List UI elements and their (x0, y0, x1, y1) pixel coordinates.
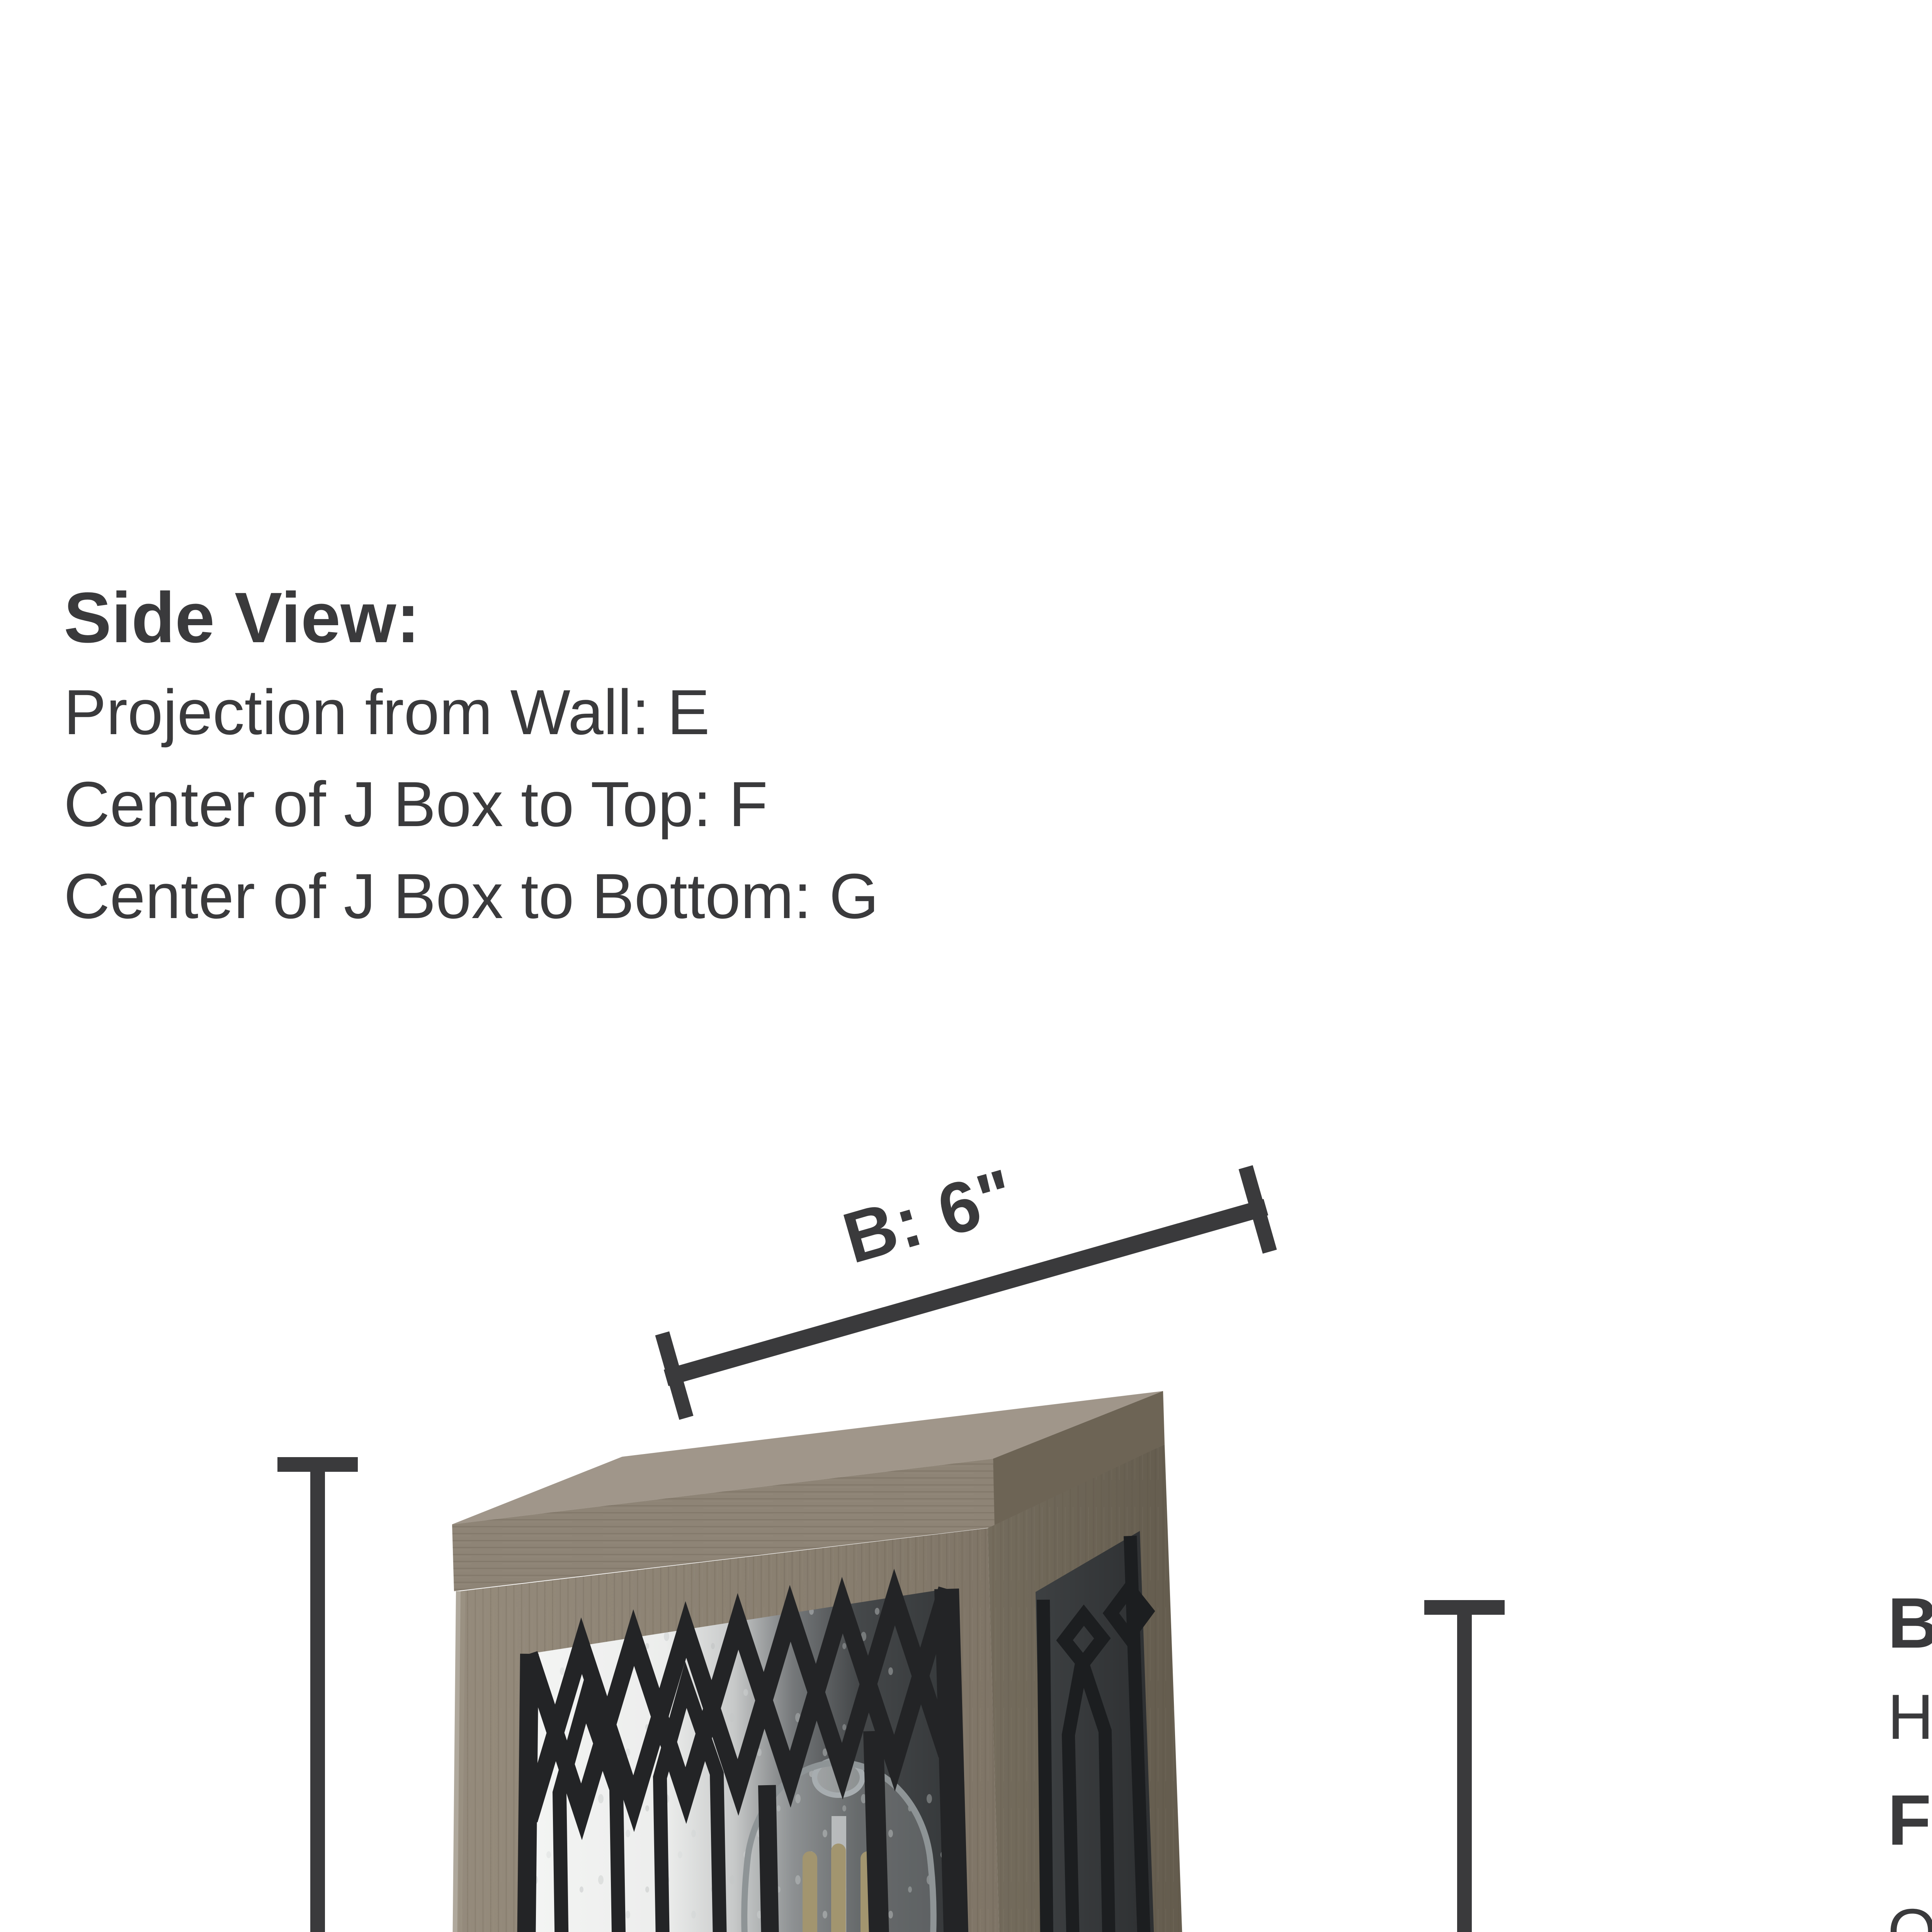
fixture-heading: Fixture: (1888, 1781, 1932, 1860)
side-view-heading: Side View: (64, 578, 420, 658)
lattice-side-perspective (1037, 1536, 1155, 1932)
backplate-heading: Backplate: (1888, 1583, 1932, 1663)
dimension-lines (277, 1165, 1505, 1932)
side-view-note-jbox-top: Center of J Box to Top: F (64, 769, 768, 840)
dimension-line-b (655, 1165, 1277, 1420)
backplate-height-label: Height: A (1888, 1681, 1932, 1752)
side-view-note-jbox-bottom: Center of J Box to Bottom: G (64, 861, 879, 932)
persp-cap-top (452, 1391, 1163, 1524)
fixture-overall-height-label: Overall Height: C (1888, 1896, 1932, 1932)
side-view-note-projection: Projection from Wall: E (64, 677, 710, 748)
perspective-fixture (452, 1391, 1182, 1932)
dimension-line-a (1424, 1600, 1505, 1932)
lattice-front-perspective (517, 1568, 969, 1932)
dimension-line-c (277, 1457, 358, 1932)
